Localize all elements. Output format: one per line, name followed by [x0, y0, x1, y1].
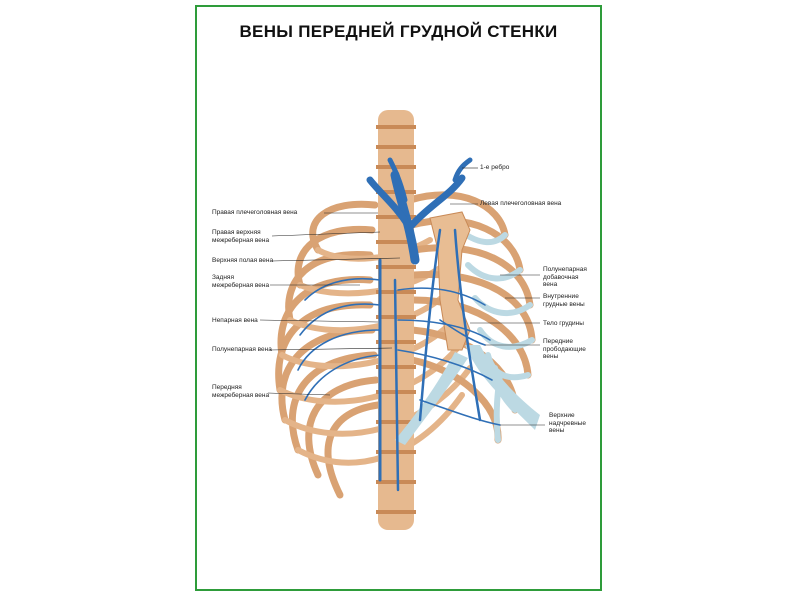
label-first-rib: 1-е ребро: [480, 164, 510, 171]
page-title: ВЕНЫ ПЕРЕДНЕЙ ГРУДНОЙ СТЕНКИ: [239, 22, 558, 41]
label-superior-epigastric-veins: Верхние надчревные вены: [549, 412, 586, 434]
label-accessory-hemiazygos-vein: Полунепарная добавочная вена: [543, 266, 587, 288]
label-left-brachiocephalic-vein: Левая плечеголовная вена: [480, 200, 562, 207]
label-superior-vena-cava: Верхняя полая вена: [212, 257, 274, 264]
label-anterior-intercostal-vein: Передняя межреберная вена: [212, 384, 270, 399]
label-right-brachiocephalic-vein: Правая плечеголовная вена: [212, 209, 298, 216]
costal-arch: [465, 345, 540, 430]
label-hemiazygos-vein: Полунепарная вена: [212, 346, 272, 353]
label-posterior-intercostal-vein: Задняя межреберная вена: [212, 274, 270, 289]
label-anterior-perforating-veins: Передние прободающие вены: [543, 338, 586, 360]
veins: [297, 157, 501, 492]
leader-lines: [259, 167, 545, 426]
label-azygos-vein: Непарная вена: [212, 317, 258, 324]
label-right-superior-intercostal-vein: Правая верхняя межреберная вена: [212, 229, 270, 244]
label-sternum-body: Тело грудины: [543, 320, 584, 327]
label-internal-thoracic-veins: Внутренние грудные вены: [543, 293, 585, 308]
